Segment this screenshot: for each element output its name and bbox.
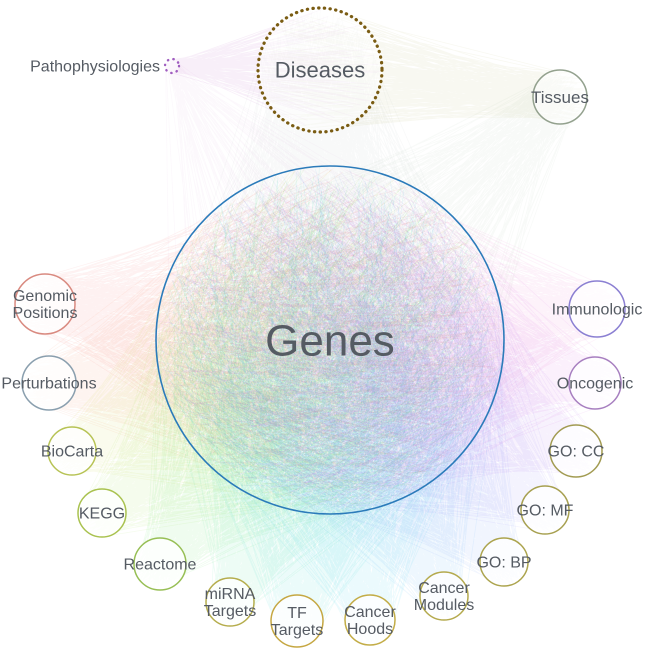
- node-label-perturbations: Perturbations: [1, 376, 96, 393]
- node-label-go_bp: GO: BP: [476, 555, 531, 572]
- node-reactome[interactable]: [133, 537, 187, 591]
- node-genomic_positions[interactable]: [14, 273, 76, 335]
- edge-bundles: [16, 8, 624, 647]
- node-oncogenic[interactable]: [568, 356, 622, 410]
- node-label-go_mf: GO: MF: [517, 503, 574, 520]
- node-tissues[interactable]: [532, 69, 588, 125]
- node-tf_targets[interactable]: [270, 594, 324, 648]
- edge-bundle-cancer_hoods-genes: [168, 180, 503, 644]
- edge-bundle-pathophysiologies-genes: [164, 60, 491, 513]
- edge-bundle-go_bp-genes: [159, 167, 528, 586]
- node-label-kegg: KEGG: [79, 506, 125, 523]
- edge-bundle-perturbations-genes: [25, 167, 503, 505]
- edge-bundle-tissues-genes: [164, 70, 585, 494]
- node-mirna_targets[interactable]: [205, 577, 255, 627]
- node-pathophysiologies[interactable]: [163, 57, 181, 75]
- node-cancer_hoods[interactable]: [344, 594, 396, 646]
- edge-bundle-diseases-genes: [160, 8, 503, 509]
- node-label-pathophysiologies: Pathophysiologies: [30, 59, 160, 76]
- edge-bundle-tissues-diseases: [258, 10, 587, 132]
- node-label-immunologic: Immunologic: [552, 302, 643, 319]
- node-label-diseases: Diseases: [275, 58, 365, 83]
- edge-bundle-kegg-genes: [78, 169, 502, 537]
- node-label-tissues: Tissues: [531, 88, 589, 107]
- node-labels: Genes Diseases PathophysiologiesTissuesGen…: [1, 58, 642, 640]
- edge-bundle-biocarta-genes: [48, 169, 503, 505]
- edge-bundle-immunologic-genes: [159, 169, 624, 506]
- node-label-genes: Genes: [265, 316, 395, 365]
- edge-bundle-genomic_positions-genes: [16, 168, 498, 513]
- node-label-go_cc: GO: CC: [548, 444, 605, 461]
- node-genes[interactable]: [155, 165, 505, 515]
- edge-bundle-mirna_targets-genes: [159, 175, 495, 626]
- node-go_mf[interactable]: [520, 485, 570, 535]
- node-label-reactome: Reactome: [124, 557, 197, 574]
- edge-bundle-tf_targets-genes: [156, 167, 502, 647]
- node-go_cc[interactable]: [549, 424, 603, 478]
- edge-bundle-go_cc-genes: [158, 170, 603, 501]
- edge-bundle-reactome-genes: [134, 174, 494, 590]
- node-biocarta[interactable]: [47, 426, 97, 476]
- node-immunologic[interactable]: [568, 280, 626, 338]
- edge-bundle-cancer_modules-genes: [169, 169, 503, 620]
- node-go_bp[interactable]: [479, 537, 529, 587]
- node-diseases[interactable]: [256, 6, 384, 134]
- nodes: [14, 6, 626, 648]
- node-label-oncogenic: Oncogenic: [557, 376, 634, 393]
- node-label-biocarta: BioCarta: [41, 444, 103, 461]
- node-cancer_modules[interactable]: [419, 571, 469, 621]
- edge-bundle-oncogenic-genes: [159, 176, 621, 511]
- node-perturbations[interactable]: [21, 355, 77, 411]
- node-kegg[interactable]: [77, 488, 127, 538]
